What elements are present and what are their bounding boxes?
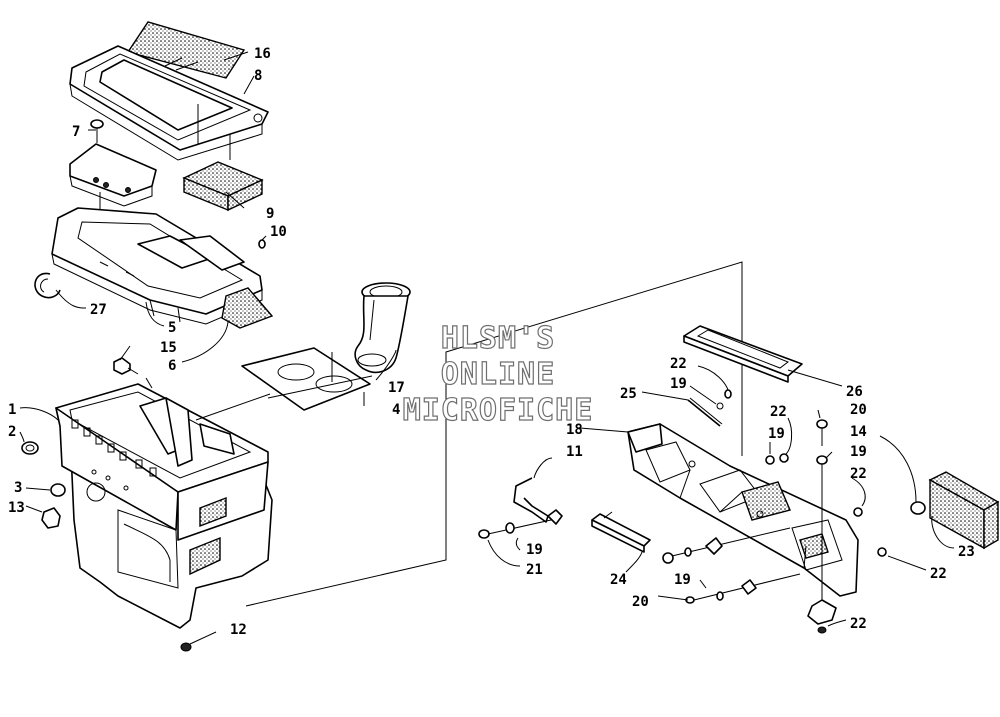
callout-12: 12: [230, 622, 247, 638]
callout-14: 14: [850, 424, 867, 440]
washer-part-19-left[interactable]: [505, 509, 563, 534]
callout-17: 17: [388, 380, 405, 396]
callout-22-e: 22: [850, 616, 867, 632]
callout-21: 21: [526, 562, 543, 578]
callout-13: 13: [8, 500, 25, 516]
callout-19-a: 19: [670, 376, 687, 392]
callout-6: 6: [168, 358, 176, 374]
screw-part-22-top[interactable]: [724, 389, 732, 399]
callout-22-a: 22: [670, 356, 687, 372]
pin-part-25[interactable]: [687, 397, 723, 427]
nut-part-22-right[interactable]: [853, 507, 863, 517]
callout-19-b: 19: [768, 426, 785, 442]
bolt-part-15[interactable]: [113, 357, 139, 375]
resonator-box: [69, 143, 157, 232]
callout-18: 18: [566, 422, 583, 438]
foot-part-22-bottom[interactable]: [807, 599, 837, 634]
washer-part-19-right[interactable]: [816, 455, 828, 606]
washer-part-19-top[interactable]: [716, 402, 724, 410]
grommet-part-14[interactable]: [910, 501, 926, 515]
foam-pad-part-6[interactable]: [221, 287, 274, 329]
mounting-plate-part-26[interactable]: [683, 325, 803, 383]
bolt-part-21[interactable]: [478, 517, 561, 539]
callout-labels: 16 8 7 9 10 27 5 15 6 17 4 1 2 3 13 12 2…: [8, 46, 975, 638]
callout-7: 7: [72, 124, 80, 140]
callout-22-d: 22: [930, 566, 947, 582]
watermark-line-2: ONLINE: [441, 357, 555, 392]
plug-part-12[interactable]: [180, 642, 192, 652]
nut-part-22-low[interactable]: [877, 547, 887, 557]
callout-10: 10: [270, 224, 287, 240]
bolt-part-20-low[interactable]: [662, 527, 791, 564]
airbox-lid-part-8[interactable]: [69, 45, 269, 161]
callout-15: 15: [160, 340, 177, 356]
callout-19-c: 19: [850, 444, 867, 460]
chassis-bracket-part-18[interactable]: [627, 423, 859, 597]
callout-27: 27: [90, 302, 107, 318]
rod-part-11[interactable]: [513, 477, 549, 523]
callout-2: 2: [8, 424, 16, 440]
watermark-line-3: MICROFICHE: [403, 393, 594, 428]
callout-19-d: 19: [526, 542, 543, 558]
callout-1: 1: [8, 402, 16, 418]
callout-20-b: 20: [632, 594, 649, 610]
watermark-line-1: HLSM'S: [441, 321, 555, 356]
grommet-part-2[interactable]: [21, 441, 39, 455]
foam-filter-part-9[interactable]: [182, 134, 264, 212]
bracket-part-24[interactable]: [591, 511, 651, 553]
callout-22-c: 22: [850, 466, 867, 482]
callout-16: 16: [254, 46, 271, 62]
nut-part-13[interactable]: [41, 507, 61, 529]
washer-part-19-mid[interactable]: [765, 455, 775, 465]
leader-lines: [19, 51, 955, 645]
callout-9: 9: [266, 206, 274, 222]
nut-part-22-mid[interactable]: [779, 453, 789, 463]
foam-block-part-23[interactable]: [928, 471, 1000, 550]
callout-8: 8: [254, 68, 262, 84]
callout-5: 5: [168, 320, 176, 336]
screw-part-7[interactable]: [90, 119, 104, 143]
grommet-part-3[interactable]: [50, 483, 66, 497]
callout-11: 11: [566, 444, 583, 460]
callout-23: 23: [958, 544, 975, 560]
clamp-ring-part-27[interactable]: [34, 272, 61, 299]
clip-part-10[interactable]: [258, 239, 266, 249]
bolt-part-20-bottom[interactable]: [685, 573, 801, 604]
callout-20-a: 20: [850, 402, 867, 418]
callout-25: 25: [620, 386, 637, 402]
callout-22-b: 22: [770, 404, 787, 420]
bolt-part-20-right[interactable]: [816, 419, 828, 446]
watermark: HLSM'S ONLINE MICROFICHE: [402, 320, 594, 428]
gasket-plate-part-4[interactable]: [241, 347, 371, 411]
callout-19-e: 19: [674, 572, 691, 588]
callout-3: 3: [14, 480, 22, 496]
callout-26: 26: [846, 384, 863, 400]
airbox-tray-part-5[interactable]: [51, 207, 263, 325]
callout-4: 4: [392, 402, 400, 418]
filter-screen-part-16[interactable]: [126, 21, 246, 79]
callout-24: 24: [610, 572, 627, 588]
airbox-body-part-1[interactable]: [55, 377, 273, 629]
